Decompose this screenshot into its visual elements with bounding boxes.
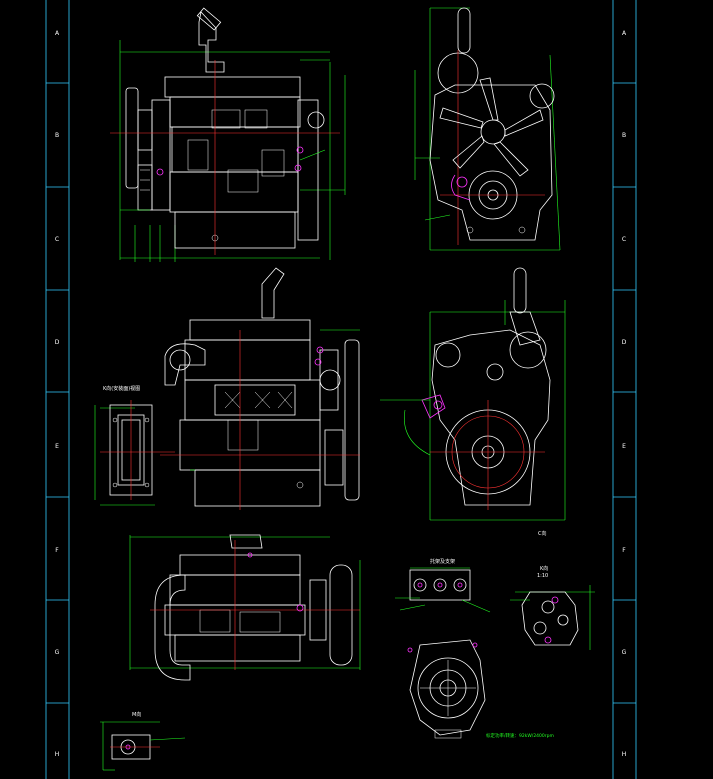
row-label-a-left: A: [55, 30, 60, 37]
row-label-d-right: D: [622, 339, 627, 346]
row-label-d-left: D: [55, 339, 60, 346]
row-label-b-right: B: [622, 132, 626, 139]
row-labels-left: A B C D E F G H: [55, 30, 60, 758]
kview-scale: 1:10: [537, 573, 548, 579]
row-label-e-left: E: [55, 443, 59, 450]
m-view-detail: M向: [100, 711, 186, 771]
detail-e-caption: C向: [538, 530, 547, 537]
row-label-g-left: G: [55, 649, 60, 656]
kview-title: K向: [540, 565, 548, 572]
drawing-border: [45, 0, 637, 779]
row-label-h-right: H: [622, 751, 627, 758]
row-label-c-left: C: [55, 236, 59, 243]
row-label-h-left: H: [55, 751, 60, 758]
k-view-detail: K向 1:10: [510, 565, 595, 650]
rated-power-label: 标定功率/转速：92kW/2400rpm: [486, 732, 554, 739]
row-label-e-right: E: [622, 443, 626, 450]
row-label-g-right: G: [622, 649, 627, 656]
row-label-a-right: A: [622, 30, 627, 37]
engine-rear-view-middle-right: C向: [380, 267, 566, 537]
row-label-f-right: F: [622, 547, 626, 554]
row-label-f-left: F: [55, 547, 59, 554]
m-view-title: M向: [132, 711, 141, 718]
bracket-detail: 托架及支架: [395, 558, 491, 613]
bracket-title: 托架及支架: [430, 558, 455, 565]
detail-left-title: K向(安装面)视图: [103, 385, 140, 392]
engine-front-view-top-right: [414, 7, 561, 251]
engine-plan-view-bottom-left: [129, 534, 361, 681]
row-label-c-right: C: [622, 236, 626, 243]
engine-side-view-middle-left: [160, 267, 360, 510]
mounting-flange-detail: K向(安装面)视图: [94, 385, 175, 506]
row-label-b-left: B: [55, 132, 59, 139]
alternator-detail: 标定功率/转速：92kW/2400rpm: [407, 639, 554, 739]
row-labels-right: A B C D E F G H: [622, 30, 627, 758]
engine-side-view-top-left: [110, 7, 346, 262]
